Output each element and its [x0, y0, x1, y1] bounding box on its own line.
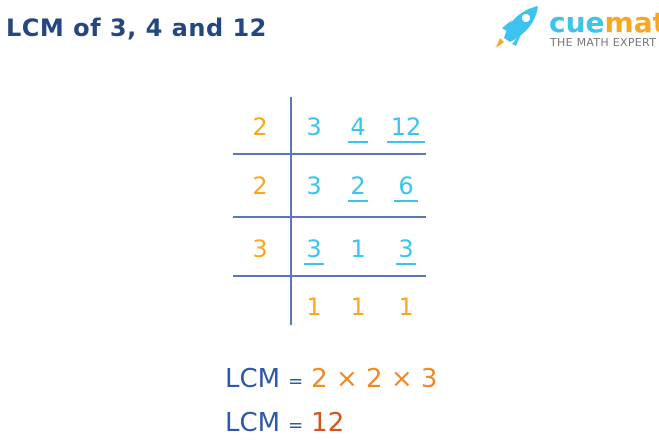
row-divider — [233, 153, 426, 155]
row-divider — [233, 275, 426, 277]
table-value: 3 — [306, 113, 322, 141]
table-value: 12 — [386, 112, 426, 143]
table-value: 1 — [306, 293, 322, 321]
divisor: 2 — [252, 172, 268, 200]
page-title: LCM of 3, 4 and 12 — [6, 14, 267, 42]
vertical-divider — [290, 97, 292, 325]
table-value: 1 — [398, 293, 414, 321]
logo-tagline: THE MATH EXPERT — [550, 36, 657, 49]
lcm-equation-product: LCM=2 × 2 × 3 — [225, 364, 438, 394]
table-value: 2 — [348, 172, 368, 202]
logo-wordmark: cuemath — [549, 6, 659, 39]
table-value: 3 — [396, 235, 416, 265]
lcm-equation-result: LCM=12 — [225, 408, 345, 438]
table-value: 1 — [350, 293, 366, 321]
row-divider — [233, 216, 426, 218]
table-value: 6 — [386, 171, 426, 202]
divisor: 3 — [252, 235, 268, 263]
rocket-icon — [492, 6, 538, 49]
table-value: 1 — [350, 235, 366, 263]
divisor: 2 — [252, 113, 268, 141]
table-value: 3 — [304, 235, 324, 265]
table-value: 3 — [306, 172, 322, 200]
table-value: 4 — [348, 113, 368, 143]
